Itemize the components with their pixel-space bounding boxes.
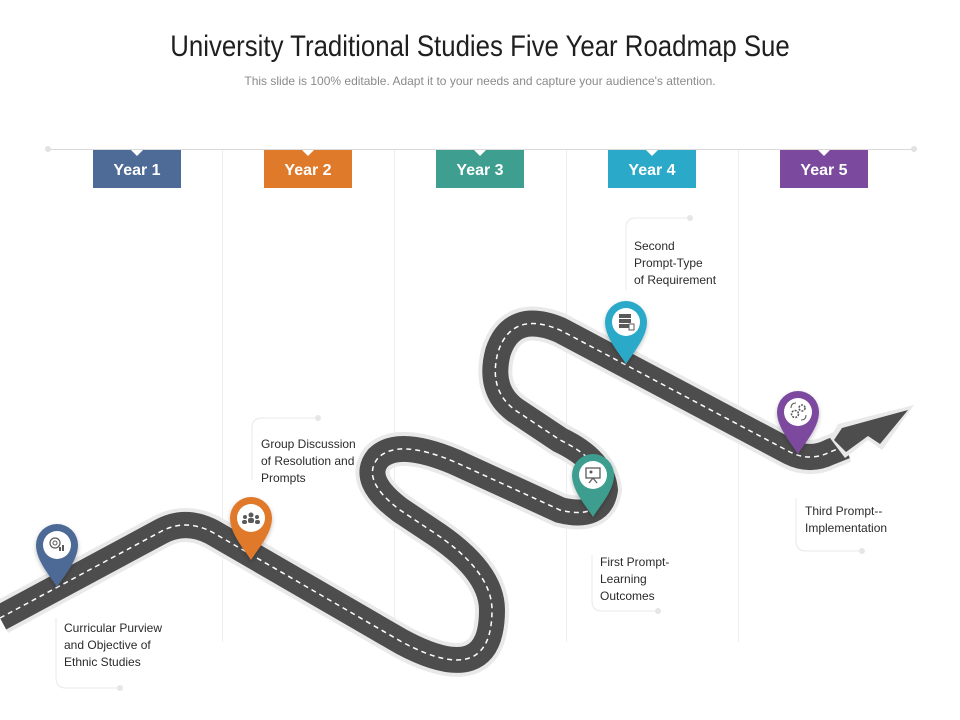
year-5-tab: Year 5 xyxy=(780,150,868,188)
milestone-1-label: Curricular Purview and Objective of Ethn… xyxy=(64,621,163,669)
road-arrow-icon xyxy=(834,410,908,452)
timeline-line xyxy=(48,149,914,150)
year-4-tab: Year 4 xyxy=(608,150,696,188)
presentation-icon xyxy=(585,467,601,484)
pin-icon-circle xyxy=(579,461,607,489)
target-chart-icon xyxy=(49,537,64,551)
column-divider xyxy=(394,150,395,642)
year-3-tab: Year 3 xyxy=(436,150,524,188)
milestone-2-label: Group Discussion of Resolution and Promp… xyxy=(261,437,356,485)
server-icon xyxy=(619,314,635,331)
milestone-4-label: Second Prompt-Type of Requirement xyxy=(634,239,717,287)
milestone-5-label: Third Prompt-- Implementation xyxy=(805,504,888,535)
timeline-end-dot xyxy=(911,146,917,152)
year-2-tab: Year 2 xyxy=(264,150,352,188)
timeline-start-dot xyxy=(45,146,51,152)
pin-icon-circle xyxy=(43,531,71,559)
label-connectors xyxy=(55,217,862,689)
connector-dots xyxy=(117,215,865,691)
page-title: University Traditional Studies Five Year… xyxy=(170,30,790,63)
milestone-pin-1 xyxy=(36,524,78,587)
column-divider xyxy=(566,150,567,642)
column-divider xyxy=(222,150,223,642)
milestone-3-label: First Prompt- Learning Outcomes xyxy=(600,555,670,603)
column-divider xyxy=(738,150,739,642)
milestone-pin-2 xyxy=(230,497,272,560)
group-icon xyxy=(242,512,260,524)
gears-icon xyxy=(790,402,807,421)
year-1-tab: Year 1 xyxy=(93,150,181,188)
page-subtitle: This slide is 100% editable. Adapt it to… xyxy=(244,74,716,88)
